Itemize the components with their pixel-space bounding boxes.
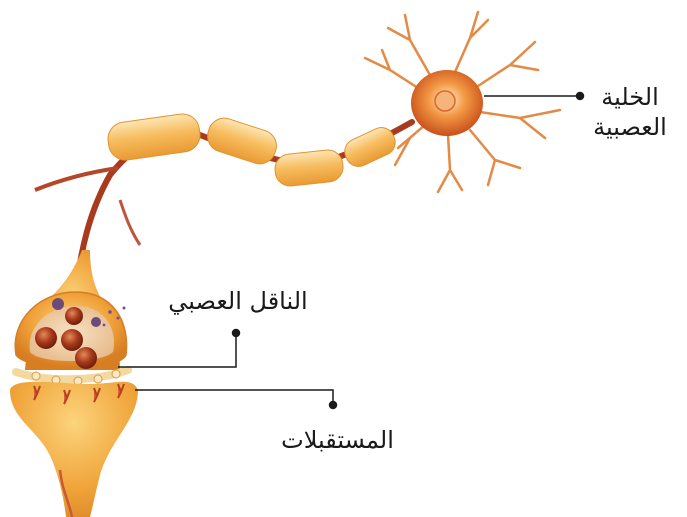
- myelin-sheath: [106, 112, 400, 188]
- vesicle: [52, 298, 64, 310]
- leader-line-neurotransmitter: [118, 333, 236, 367]
- nucleus: [435, 91, 455, 111]
- myelin-segment: [274, 149, 345, 188]
- leader-dot-neurotransmitter: [233, 330, 240, 337]
- axon-branch: [120, 200, 140, 245]
- postsynaptic-terminal: [10, 382, 138, 517]
- leader-line-receptors: [135, 390, 333, 405]
- vesicle: [65, 307, 83, 325]
- label-neuron-line2: العصبية: [575, 112, 685, 142]
- vesicle: [91, 317, 101, 327]
- vesicle: [75, 347, 97, 369]
- label-neurotransmitter: الناقل العصبي: [138, 286, 338, 316]
- vesicle: [61, 329, 83, 351]
- label-receptors: المستقبلات: [250, 425, 425, 455]
- leader-dot-receptors: [330, 402, 337, 409]
- label-neuron-line1: الخلية: [575, 82, 685, 112]
- myelin-segment: [106, 112, 202, 162]
- vesicle: [35, 327, 57, 349]
- myelin-segment: [203, 114, 280, 168]
- label-neuron-cell: الخلية العصبية: [575, 82, 685, 142]
